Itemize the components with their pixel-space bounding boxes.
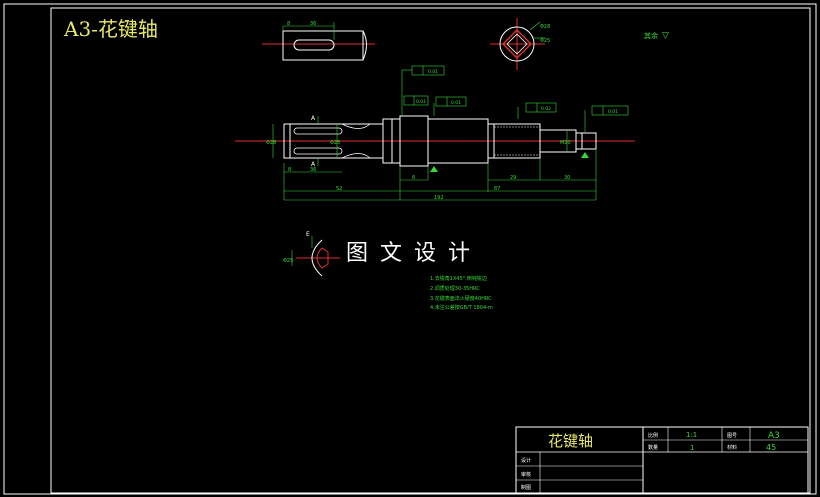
title-row-design: 设计 [521,457,531,464]
dim-end-len: 8 [288,167,291,173]
svg-text:0.01: 0.01 [451,100,461,106]
dim-key-len: 36 [310,167,316,173]
main-shaft-view: A A Φ28 Φ25 M20 36 8 6 29 30 52 87 192 [235,65,635,201]
dim-right-len: 87 [494,186,500,192]
keyway-detail-view: 36 8 [262,21,375,61]
svg-text:Φ28: Φ28 [266,140,276,146]
title-material-value: 45 [766,443,776,452]
surface-roughness-note: 其余 ▽ [644,31,669,41]
dim-keyway-len: 36 [310,21,316,27]
tech-note-2: 2.调质处理30-35HRC [430,285,480,292]
svg-text:Φ25: Φ25 [330,140,340,146]
spline-section-view: Φ28 Φ25 [490,18,550,70]
svg-text:其余: 其余 [644,31,658,40]
title-sheet-value: A3 [768,431,780,441]
svg-text:Φ28: Φ28 [540,24,550,30]
sheet-title: A3-花键轴 [63,17,158,41]
svg-text:▽: ▽ [662,31,669,41]
section-label-e: E [306,231,310,238]
tech-note-1: 1.去锐角1X45°,倒钝锐边 [430,275,487,282]
svg-text:Φ25: Φ25 [540,38,550,44]
dim-step1-len: 29 [510,175,516,181]
section-label-a-top: A [311,115,316,122]
dim-small-len: 6 [412,175,415,181]
tolerance-frame-3: 0.01 [433,96,467,116]
svg-text:0.01: 0.01 [608,109,618,115]
svg-text:0.01: 0.01 [416,99,426,105]
technical-notes: 1.去锐角1X45°,倒钝锐边 2.调质处理30-35HRC 3.花键表面淬火硬… [430,275,493,311]
title-row-drafter: 制图 [521,484,531,491]
title-material-label: 材料 [727,444,737,451]
tolerance-frame-1: 0.01 [401,65,445,116]
tolerance-frame-5: 0.01 [584,105,629,133]
title-qty-label: 数量 [648,444,658,451]
svg-text:M20: M20 [560,140,571,146]
tolerance-frame-2: 0.01 [403,95,429,106]
inner-frame [50,7,811,494]
title-qty-value: 1 [690,444,694,452]
dim-step2-len: 30 [564,175,570,181]
section-label-a-bottom: A [311,161,316,168]
tech-note-3: 3.花键表面淬火硬度40HRC [430,295,492,302]
dim-total-len: 192 [434,195,444,201]
title-sheet-label: 图号 [727,433,737,439]
svg-text:0.02: 0.02 [541,106,551,112]
tolerance-frame-4: 0.02 [517,102,557,119]
tech-note-4: 4.未注公差按GB/T 1804-m [430,304,493,311]
dim-spline-len: 52 [336,186,342,192]
title-scale-label: 比例 [648,432,658,439]
watermark-text: 图文设计 [346,241,482,266]
svg-text:Φ25: Φ25 [283,258,293,264]
title-block: 花键轴 比例 1:1 图号 A3 数量 1 材料 45 设计 审核 制图 [515,426,809,494]
outer-frame [3,3,817,495]
title-scale-value: 1:1 [686,431,697,439]
title-row-review: 审核 [521,471,531,478]
title-part-name: 花键轴 [548,432,593,450]
section-e-detail-view: E Φ25 [283,231,340,277]
svg-text:0.01: 0.01 [428,69,438,75]
dim-keyway-offset: 8 [287,21,290,27]
